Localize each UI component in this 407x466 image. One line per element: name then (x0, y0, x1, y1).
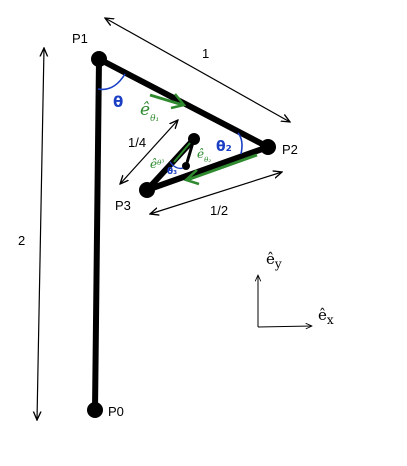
dimension-arrow-p0-p1 (37, 48, 44, 420)
link-p0-p1 (92, 56, 102, 413)
point-label-p1: P1 (72, 31, 88, 46)
angle-label-theta: θ (113, 93, 123, 111)
axis-label-ey: êy (266, 250, 282, 271)
joint-p3 (139, 182, 155, 198)
angle-arc-theta2 (237, 132, 243, 155)
joint-inner-top (188, 133, 200, 145)
axis-ex-arrow (257, 326, 312, 327)
unit-vector-label-theta3: êθ³ (150, 157, 164, 171)
point-label-p2: P2 (282, 142, 298, 157)
angle-arc-theta (97, 73, 126, 91)
dimension-label-p3-p2: 1/2 (210, 203, 228, 218)
dimension-arrow-inner (120, 120, 178, 184)
angle-label-theta2: θ₂ (216, 139, 232, 155)
point-label-p0: P0 (108, 404, 124, 419)
dimension-label-inner: 1/4 (128, 135, 146, 150)
unit-vector-arrowhead-theta1 (170, 93, 187, 110)
dimension-label-p1-p2: 1 (202, 46, 209, 61)
joint-inner-bottom (182, 162, 190, 170)
dimension-label-p0-p1: 2 (18, 233, 25, 248)
angle-arc-theta3 (169, 161, 184, 170)
unit-vector-arrowhead-theta2 (183, 169, 200, 186)
dimension-arrow-p1-p2 (105, 18, 290, 122)
point-label-p3: P3 (115, 198, 131, 213)
joint-p0 (87, 402, 103, 418)
dimension-arrow-p3-p2 (150, 172, 282, 214)
joint-p1 (91, 51, 107, 67)
unit-vector-arrow-theta2 (186, 153, 258, 182)
unit-vector-arrow-theta1 (149, 93, 184, 107)
unit-vector-label-theta1: êθ₁ (140, 100, 159, 124)
angle-label-theta3: θ₃ (167, 167, 177, 177)
unit-vector-label-theta2: êθ₂ (197, 147, 211, 164)
joint-p2 (260, 139, 276, 155)
unit-vector-arrow-theta3 (173, 142, 191, 163)
axis-label-ex: êx (318, 306, 334, 327)
